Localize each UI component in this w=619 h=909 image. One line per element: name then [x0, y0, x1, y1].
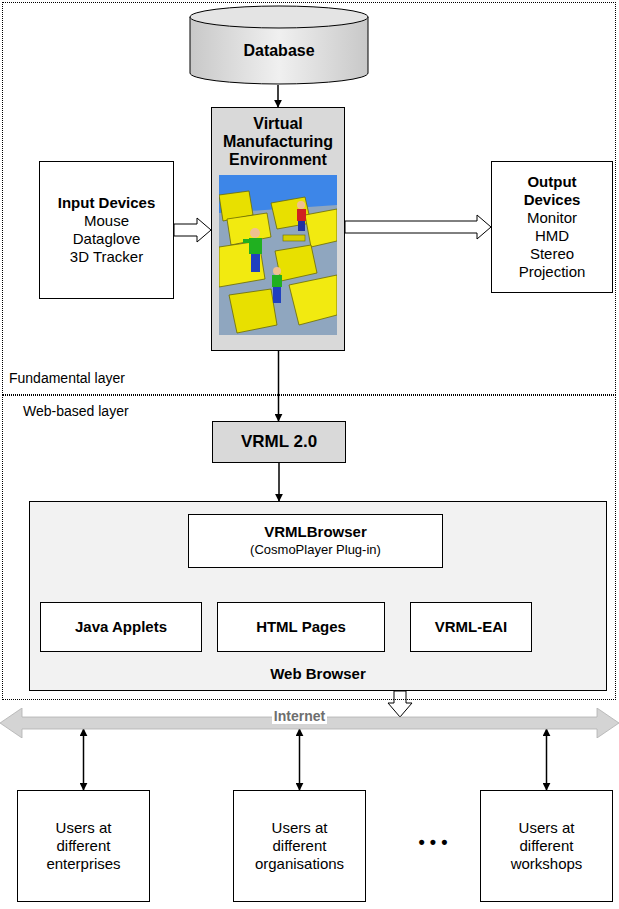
node-title: Input Devices [58, 194, 156, 212]
node-detail: Mouse Dataglove 3D Tracker [64, 212, 150, 266]
layer-label: Web-based layer [23, 403, 129, 419]
component-box: VRML-EAI [410, 602, 532, 652]
connector-arrow [278, 351, 280, 421]
block-arrow [345, 215, 491, 239]
block-arrow [388, 691, 412, 717]
factory-illustration [219, 175, 337, 335]
component-box: Java Applets [40, 602, 202, 652]
layer-region: Web-based layerVRML 2.0Web Browser VRMLBr… [2, 395, 616, 700]
component-box: Web Browser VRMLBrowser(CosmoPlayer Plug-… [29, 501, 607, 691]
node-title: Users at different enterprises [32, 819, 136, 873]
layer-label: Fundamental layer [9, 370, 125, 386]
node-title: Virtual Manufacturing Environment [212, 115, 344, 169]
component-box: VRMLBrowser(CosmoPlayer Plug-in) [188, 514, 443, 568]
node-title: VRMLBrowser [264, 523, 367, 541]
node-title: Java Applets [75, 618, 167, 636]
node-title: Users at different workshops [495, 819, 599, 873]
connector-arrow [299, 729, 301, 790]
connector-arrow [546, 729, 548, 790]
node-title: HTML Pages [256, 618, 346, 636]
component-box: Output DevicesMonitor HMD Stereo Project… [491, 161, 613, 293]
component-box: HTML Pages [217, 602, 385, 652]
ellipsis-mark: • • • [400, 832, 466, 853]
component-box: Virtual Manufacturing Environment [211, 107, 345, 351]
connector-arrow [83, 729, 85, 790]
node-title: Users at different organisations [248, 819, 352, 873]
network-band: Internet [0, 708, 619, 738]
node-detail: Monitor HMD Stereo Projection [512, 209, 592, 281]
component-box: Users at different workshops [480, 790, 613, 902]
component-box: VRML 2.0 [212, 421, 346, 463]
node-detail: (CosmoPlayer Plug-in) [250, 541, 381, 559]
block-arrow [174, 218, 211, 242]
component-box: Input DevicesMouse Dataglove 3D Tracker [39, 161, 174, 299]
database-node: Database [189, 5, 369, 85]
node-title: VRML 2.0 [241, 433, 317, 451]
container-title: Web Browser [30, 665, 606, 682]
component-box: Users at different enterprises [17, 790, 150, 902]
component-box: Users at different organisations [233, 790, 366, 902]
network-label: Internet [272, 708, 327, 724]
node-title: Output Devices [498, 173, 606, 209]
node-title: VRML-EAI [435, 618, 508, 636]
connector-arrow [277, 85, 279, 107]
node-title: Database [243, 42, 314, 60]
layer-region: Fundamental layer DatabaseInput DevicesM… [2, 2, 616, 395]
connector-arrow [278, 463, 280, 501]
